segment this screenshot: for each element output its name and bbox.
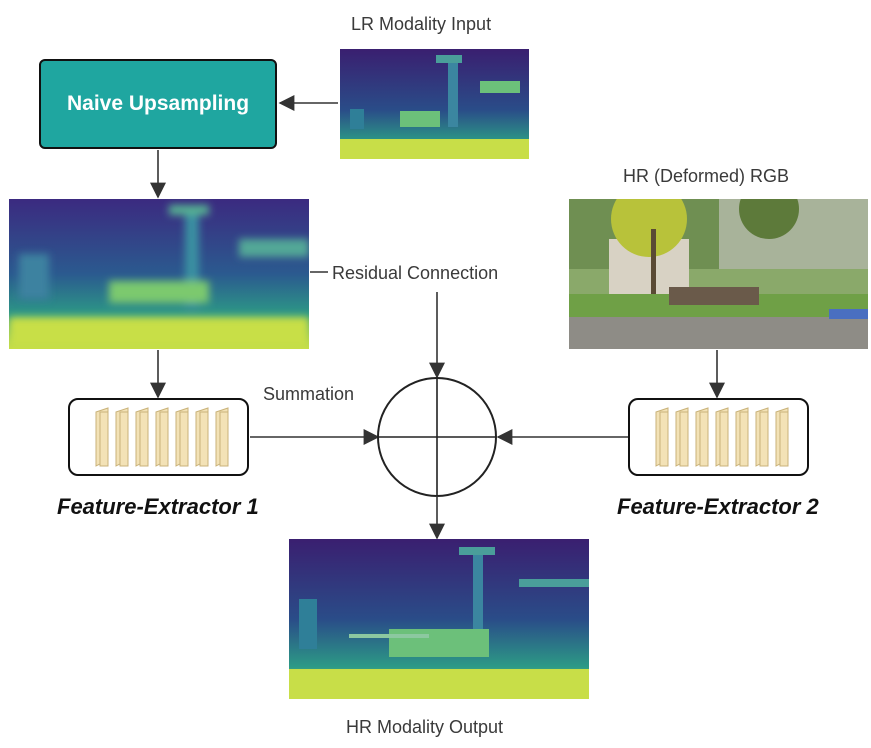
feature-extractor-1-title: Feature-Extractor 1 [57,494,259,519]
feature-extractor-2-title: Feature-Extractor 2 [617,494,819,519]
stacked-feature-maps-icon [95,407,229,467]
upsampled-depth-image [9,199,309,349]
naive-upsampling-box: Naive Upsampling [39,59,277,149]
feature-extractor-2-box [628,398,809,476]
hr-output-label: HR Modality Output [346,717,504,737]
naive-upsampling-label: Naive Upsampling [66,92,250,115]
hr-rgb-label: HR (Deformed) RGB [623,166,790,186]
feature-extractor-1-box [68,398,249,476]
lr-input-label: LR Modality Input [351,14,492,34]
hr-output-depth-image [289,539,589,699]
stacked-feature-maps-icon [655,407,789,467]
lr-depth-image [340,49,529,159]
hr-rgb-image [569,199,868,349]
summation-label: Summation [263,384,355,404]
circle-plus-icon [377,377,497,497]
residual-connection-label: Residual Connection [332,263,499,283]
